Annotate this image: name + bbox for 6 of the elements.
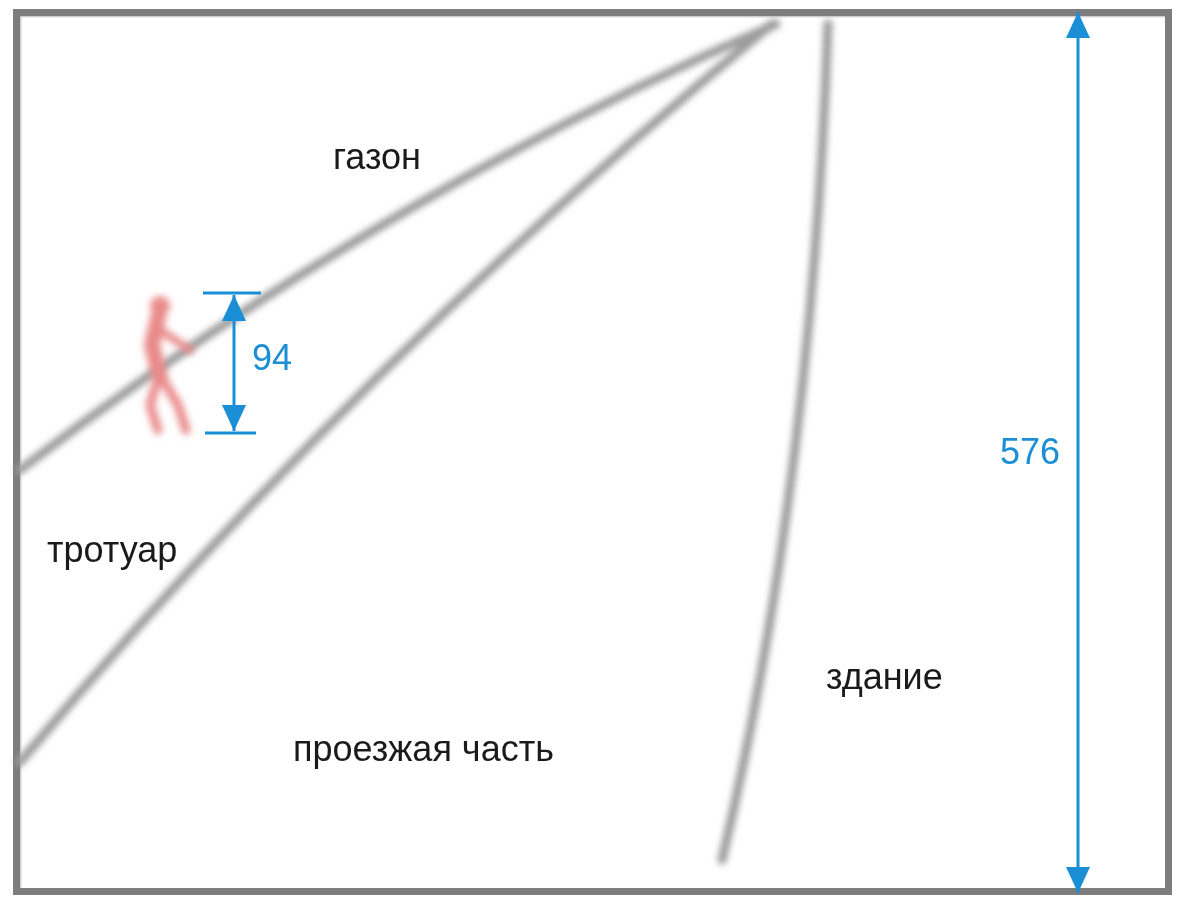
dimension-value: 576 (1000, 434, 1061, 470)
dimension-value: 94 (252, 340, 293, 376)
region-label: проезжая часть (293, 731, 554, 767)
region-label: тротуар (47, 532, 178, 568)
region-label: здание (826, 659, 943, 695)
region-label: газон (333, 139, 421, 175)
